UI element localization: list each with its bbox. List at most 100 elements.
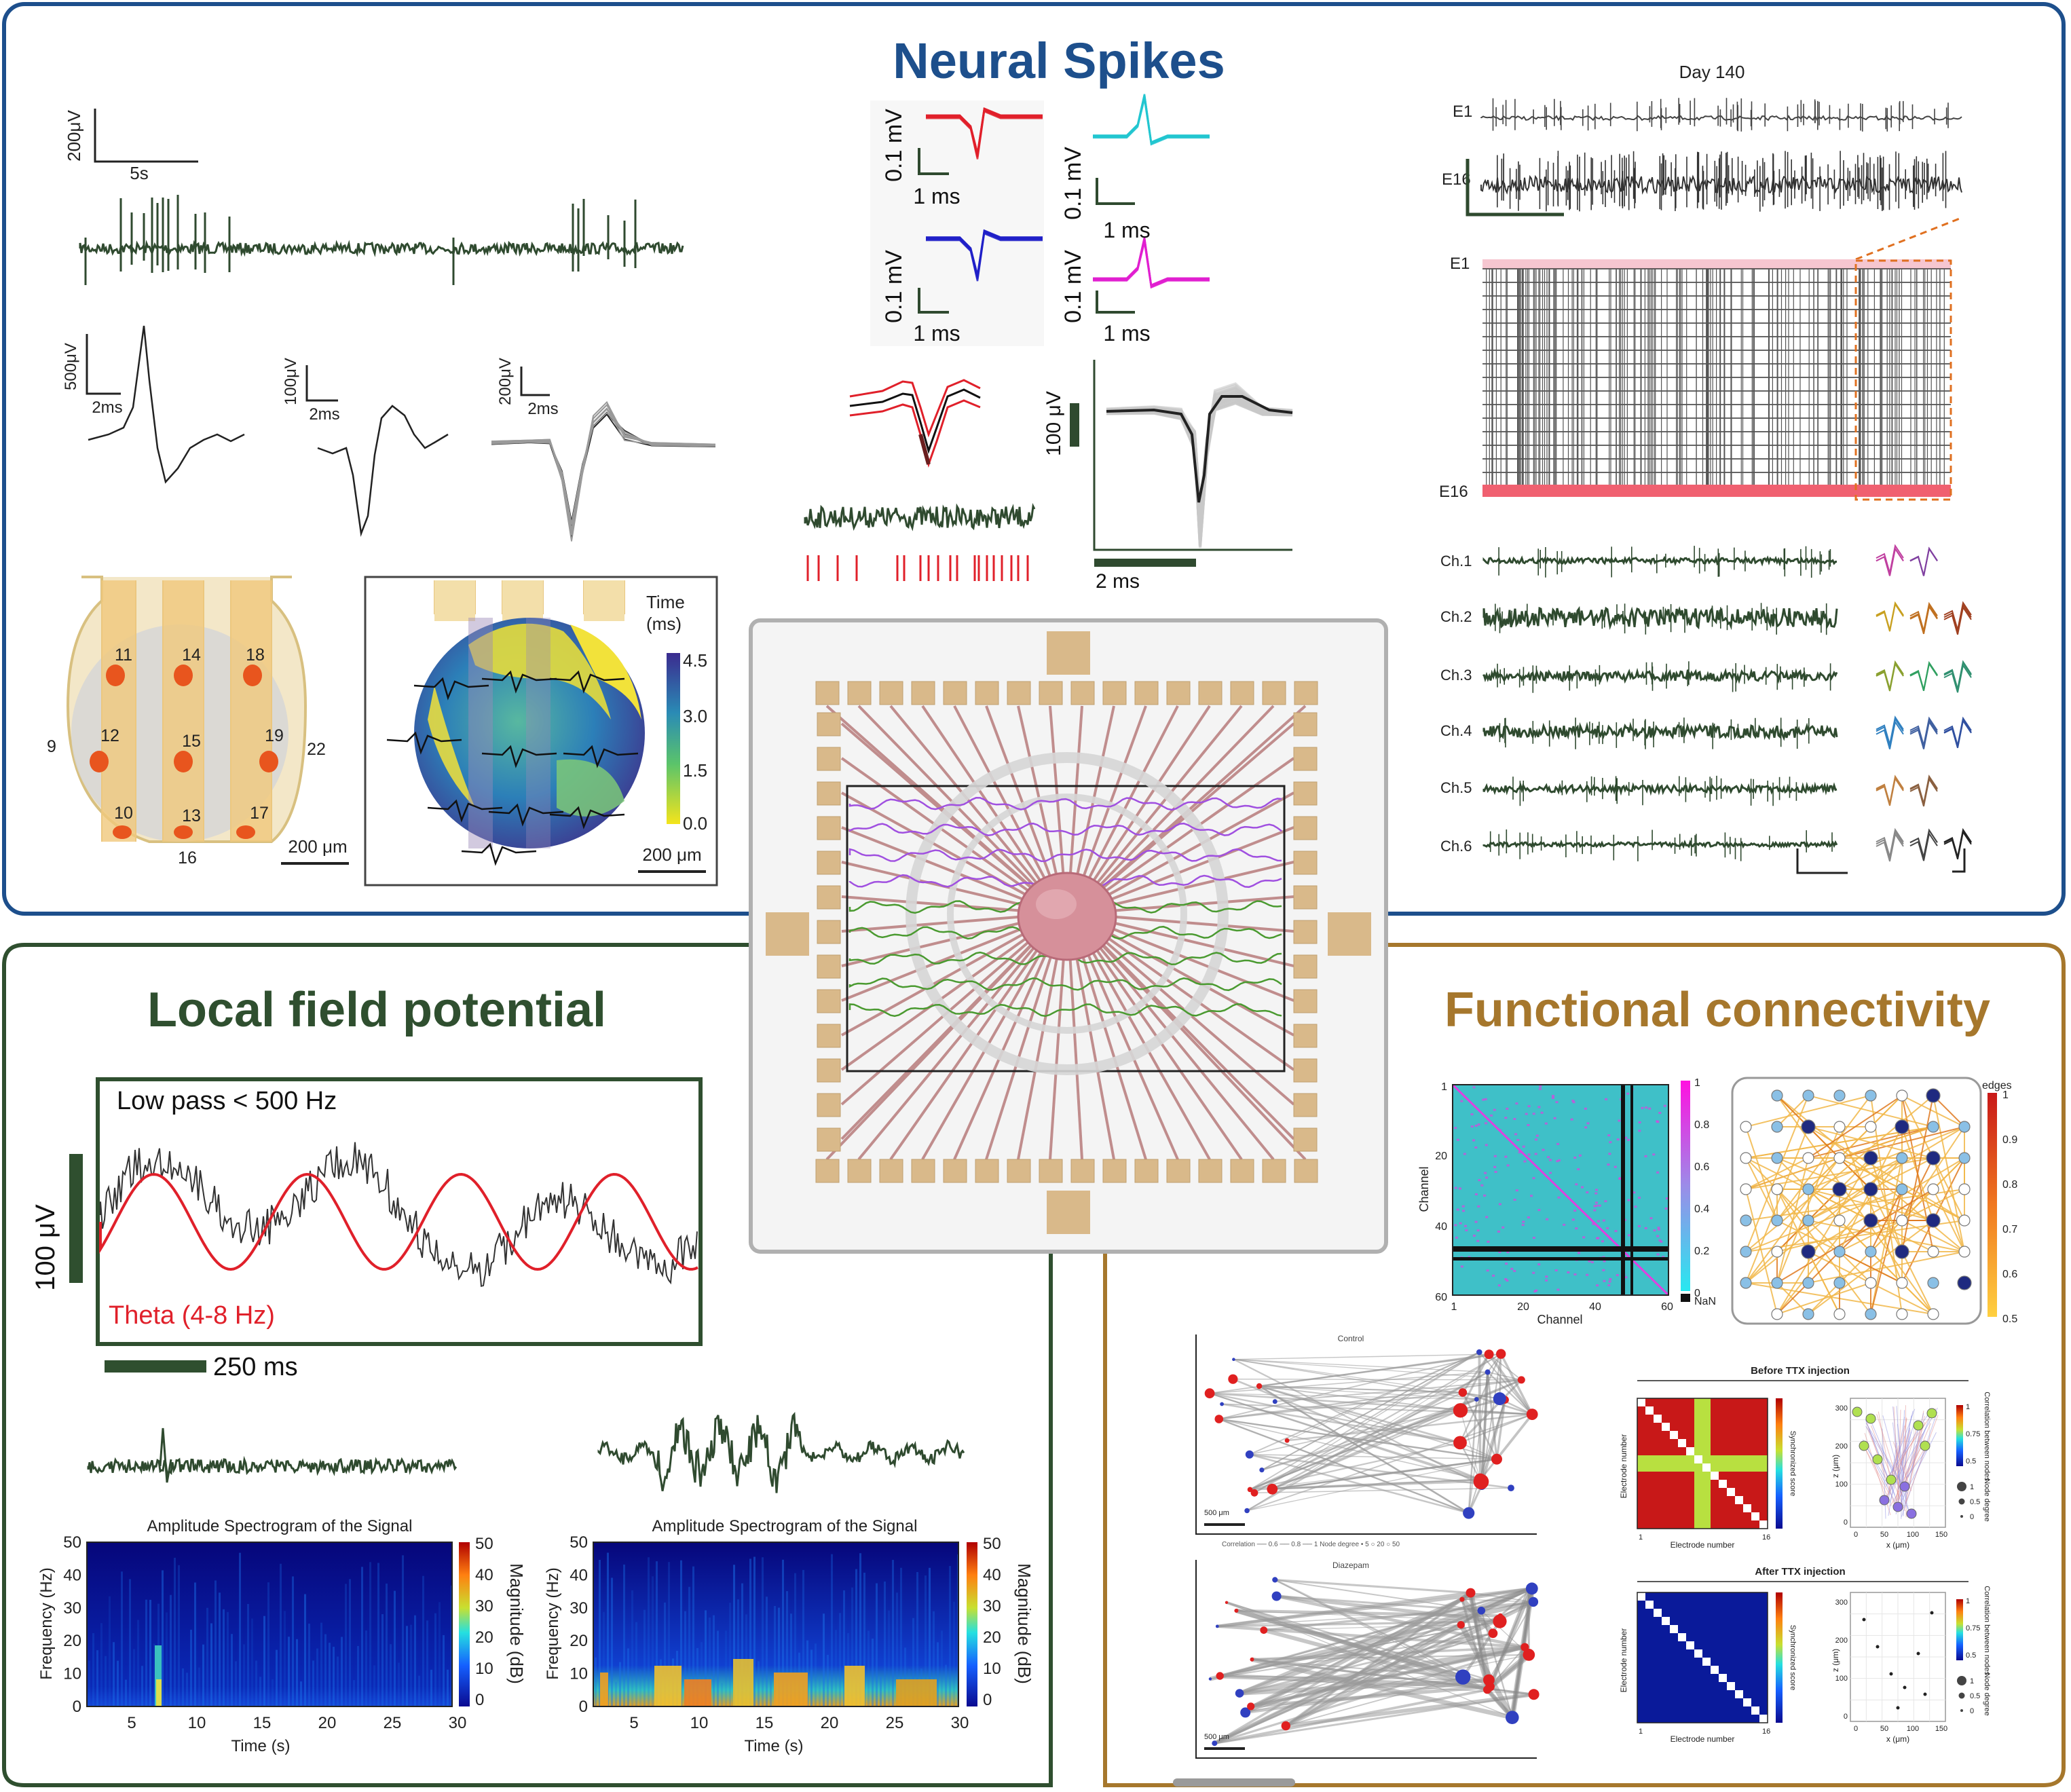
ttx-cell [1662,1431,1670,1439]
chip-pad [1294,920,1317,944]
ttx-cell [1670,1415,1678,1423]
overlay-wave [491,402,715,535]
corr-cell [1474,1146,1477,1149]
scatter-node [1924,1693,1927,1696]
scatter-cbar-tick: 1 [1966,1597,1970,1605]
day-label: Day 140 [1679,62,1745,82]
electrode-10: 10 [114,804,133,823]
graph-node [1772,1215,1783,1226]
spec-col [434,1613,436,1706]
corr-cell [1485,1098,1487,1100]
corr-cell [1513,1270,1516,1272]
graph-node [1865,1246,1876,1257]
ttx-cell [1662,1658,1670,1666]
ttx-cell [1645,1625,1654,1633]
net-node [1250,1658,1254,1662]
ttx-cell [1727,1415,1735,1423]
ttx-cell [1637,1682,1645,1690]
corr-cell [1554,1117,1556,1119]
ttx-cell [1735,1472,1743,1480]
spec-hot [774,1673,808,1706]
chip-pad [1294,851,1317,874]
ttx-cell [1719,1625,1727,1633]
ttx-cell [1702,1698,1711,1706]
chip-pad [817,747,840,770]
spec-col [635,1622,637,1706]
ttx-cell [1678,1480,1686,1488]
net-edge [1259,1386,1476,1400]
raw-spikes [86,195,635,285]
overlay-wave [491,413,715,530]
ttx-cell [1711,1706,1719,1715]
corr-cell [1626,1093,1629,1095]
ttx-cell [1654,1406,1662,1415]
ttx-cell [1645,1455,1654,1463]
ttx-cell [1719,1463,1727,1472]
ttx-cell [1727,1698,1735,1706]
chip-pad [848,1159,871,1182]
ttx-cell [1735,1592,1743,1601]
spec-col [96,1650,98,1706]
theta-label: Theta (4-8 Hz) [109,1301,275,1330]
overlay-wave [491,409,715,529]
spec-col [170,1595,172,1706]
scatter-cbar-tick: 0.5 [1966,1651,1976,1660]
corr-cell [1461,1265,1463,1267]
net-node [1453,1436,1467,1450]
ttx-cell [1694,1496,1702,1504]
spec-col [377,1563,379,1707]
corr-cell [1473,1086,1476,1088]
ttx-cell [1694,1633,1702,1641]
ttx-cell [1719,1512,1727,1520]
ttx-cell [1735,1641,1743,1649]
ttx-cell [1759,1423,1768,1431]
scatter-ytick: 0 [1844,1518,1848,1527]
ttx-cell [1678,1698,1686,1706]
ttx-cell [1719,1715,1727,1723]
ttx-cell [1694,1698,1702,1706]
ttx-cell [1743,1520,1751,1529]
graph-node [1834,1121,1845,1132]
graph-node [1864,1214,1878,1227]
ttx-cell [1727,1512,1735,1520]
ttx-cell [1694,1488,1702,1496]
ttx-cell [1678,1617,1686,1625]
overlay-wave [491,413,715,524]
net-node [1212,1740,1217,1746]
ttx-cell [1654,1447,1662,1455]
ttx-cell [1702,1690,1711,1698]
ttx-cell [1727,1398,1735,1406]
control-network-edges [1205,1349,1538,1518]
ttx-cell [1678,1601,1686,1609]
channel-traces [1484,546,1837,861]
average-waveform-panel: 100 μV 2 ms [1043,360,1292,593]
ttx-cell [1694,1658,1702,1666]
chip-pad [1294,1159,1318,1182]
e1-spikes [1493,98,1949,132]
ttx-cell [1654,1455,1662,1463]
ttx-cell [1711,1658,1719,1666]
ttx-cell [1719,1666,1727,1674]
graph-cbar-tick: 0.6 [2002,1269,2017,1280]
graph-node [1958,1276,1971,1290]
scrollbar-thumb[interactable] [1173,1778,1295,1787]
electrode-9: 9 [47,737,56,756]
overlay-wave [491,405,715,531]
ttx-cell [1719,1520,1727,1529]
ttx-cell [1719,1480,1727,1488]
corr-ytick: 20 [1435,1151,1447,1162]
corr-cell [1539,1088,1542,1090]
chip-pad [1294,682,1318,705]
ttx-cell [1719,1496,1727,1504]
spec1-ylabel: Frequency (Hz) [37,1567,56,1679]
lfp-v-scalebar [69,1154,83,1283]
ttx-cell [1727,1706,1735,1715]
ttx-cell [1678,1520,1686,1529]
scatter-node [1880,1495,1889,1505]
ttx-cell [1662,1698,1670,1706]
overlay-wave [491,409,715,525]
corr-cbar-tick: 0.2 [1694,1246,1709,1257]
ttx-cell [1759,1617,1768,1625]
corr-cell [1605,1098,1607,1100]
